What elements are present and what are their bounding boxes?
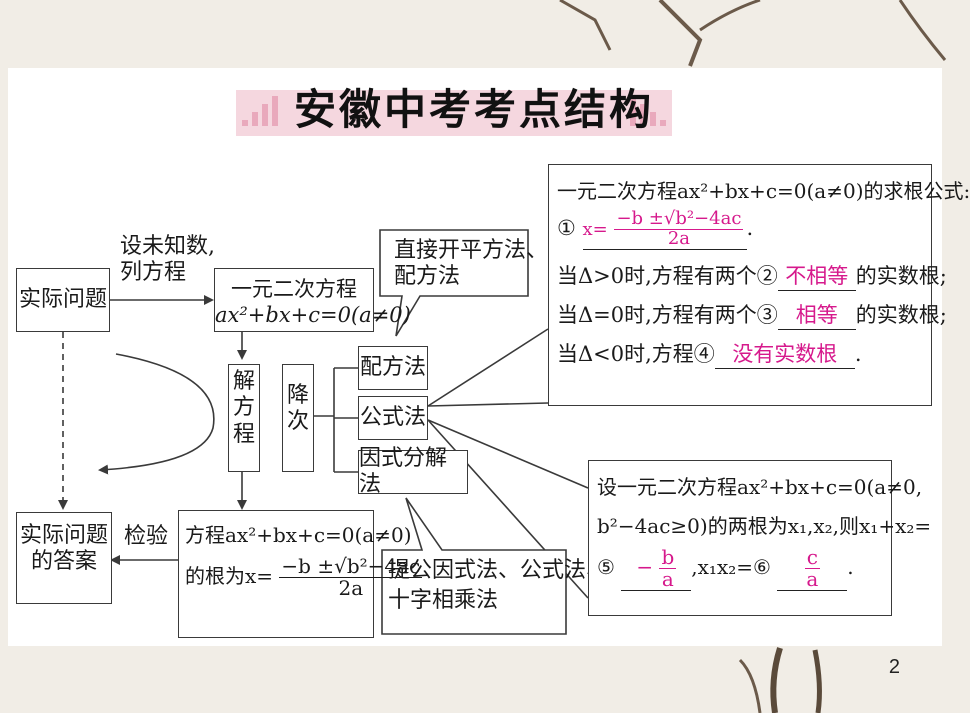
answer-5: − b a [621,545,692,591]
answer-1-prefix: x= [582,218,608,240]
answer-5-sign: − [636,555,654,579]
vieta-middle: ,x₁x₂=⑥ [691,555,771,579]
method-complete-square-label: 配方法 [359,354,426,380]
roots-prefix: 的根为x= [185,564,274,588]
answer-6-num: c [804,545,820,569]
node-method-factoring: 因式分解法 [358,446,468,497]
node-quadratic-equation: 一元二次方程 ax²+bx+c=0(a≠0) [214,268,411,332]
line-zero-prefix: 当Δ=0时,方程有两个③ [557,302,778,327]
label-set-unknown-line1: 设未知数, [120,234,215,259]
label-set-unknown: 设未知数, 列方程 [120,234,215,287]
node-method-formula: 公式法 [358,396,428,440]
roots-line1: 方程ax²+bx+c=0(a≠0) [185,523,412,547]
vieta-line1: 设一元二次方程ax²+bx+c=0(a≠0, [597,475,923,499]
circle-5: ⑤ [597,555,615,579]
answer-line2: 的答案 [30,549,97,575]
answer-2: 不相等 [777,260,856,291]
reduce-char-1: 降 [286,383,309,408]
callout-methods-line1: 直接开平方法、 [394,238,549,263]
roots-line2: 的根为x= −b ±√b²−4ac 2a [185,556,423,599]
node-real-problem-label: 实际问题 [18,286,107,312]
answer-6-fraction: c a [804,545,820,591]
vieta-line2: b²−4ac≥0)的两根为x₁,x₂,则x₁+x₂= [597,514,932,538]
solve-char-3: 程 [232,421,255,447]
formula-line-1: ① x= −b ±√b²−4ac 2a . [557,208,923,250]
formula-box: 一元二次方程ax²+bx+c=0(a≠0)的求根公式: ① x= −b ±√b²… [548,164,970,406]
method-formula-label: 公式法 [359,404,426,430]
node-reduce-degree: 降 次 [282,364,314,472]
page-title: 安徽中考考点结构 [294,85,655,134]
line-neg-suffix: . [854,341,862,366]
reduce-char-2: 次 [286,409,309,435]
callout-pointer-top [379,229,529,337]
blank-1: x= −b ±√b²−4ac 2a [582,208,747,250]
method-factoring-label: 因式分解法 [359,445,448,497]
answer-6-den: a [806,567,819,591]
formula-period: . [746,215,754,240]
solve-char-1: 解 [232,369,255,394]
node-answer: 实际问题 的答案 [16,512,112,604]
callout-factor-line2: 十字相乘法 [388,588,499,614]
vieta-line3: ⑤ − b a ,x₁x₂=⑥ c a . [597,547,883,591]
slide-canvas: 安徽中考考点结构 [8,68,970,646]
callout-factor: 提公因式法、公式法、 十字相乘法 [388,558,608,615]
page-number: 2 [888,656,900,678]
node-real-problem: 实际问题 [16,268,110,332]
answer-5-num: b [659,545,677,569]
answer-1-den: 2a [667,227,691,249]
callout-methods: 直接开平方法、 配方法 [394,238,548,291]
callout-methods-line2: 配方法 [394,264,461,290]
line-neg-prefix: 当Δ<0时,方程④ [557,341,715,366]
callout-factor-line1: 提公因式法、公式法、 [388,558,609,583]
answer-1-num: −b ±√b²−4ac [614,208,744,230]
node-roots: 方程ax²+bx+c=0(a≠0) 的根为x= −b ±√b²−4ac 2a [178,510,423,638]
line-pos-suffix: 的实数根; [855,263,947,288]
node-solve-equation: 解 方 程 [228,364,260,472]
roots-fraction: −b ±√b²−4ac 2a [279,554,423,600]
formula-heading: 一元二次方程ax²+bx+c=0(a≠0)的求根公式: [557,179,970,203]
answer-3: 相等 [777,299,856,330]
title-band [236,90,672,136]
answer-4: 没有实数根 [714,338,855,369]
solve-char-2: 方 [232,395,255,421]
node-quadratic-formula: ax²+bx+c=0(a≠0) [215,303,411,327]
vieta-end: . [847,555,854,579]
line-zero-suffix: 的实数根; [855,302,947,327]
title-pattern [242,96,666,126]
answer-5-fraction: b a [659,545,677,591]
roots-fraction-den: 2a [338,576,364,600]
answer-6: c a [777,545,848,591]
roots-fraction-num: −b ±√b²−4ac [279,554,423,578]
answer-5-den: a [661,567,674,591]
label-check: 检验 [124,524,169,549]
label-set-unknown-line2: 列方程 [120,260,187,286]
node-quadratic-title: 一元二次方程 [231,277,357,301]
answer-1-fraction: −b ±√b²−4ac 2a [614,208,744,249]
vieta-box: 设一元二次方程ax²+bx+c=0(a≠0, b²−4ac≥0)的两根为x₁,x… [588,460,932,616]
node-method-complete-square: 配方法 [358,346,428,390]
circle-1: ① [557,215,576,240]
line-pos-prefix: 当Δ>0时,方程有两个② [557,263,778,288]
answer-line1: 实际问题 [19,523,108,548]
callout-pointer-bottom [381,497,567,635]
background-decoration [559,0,947,713]
